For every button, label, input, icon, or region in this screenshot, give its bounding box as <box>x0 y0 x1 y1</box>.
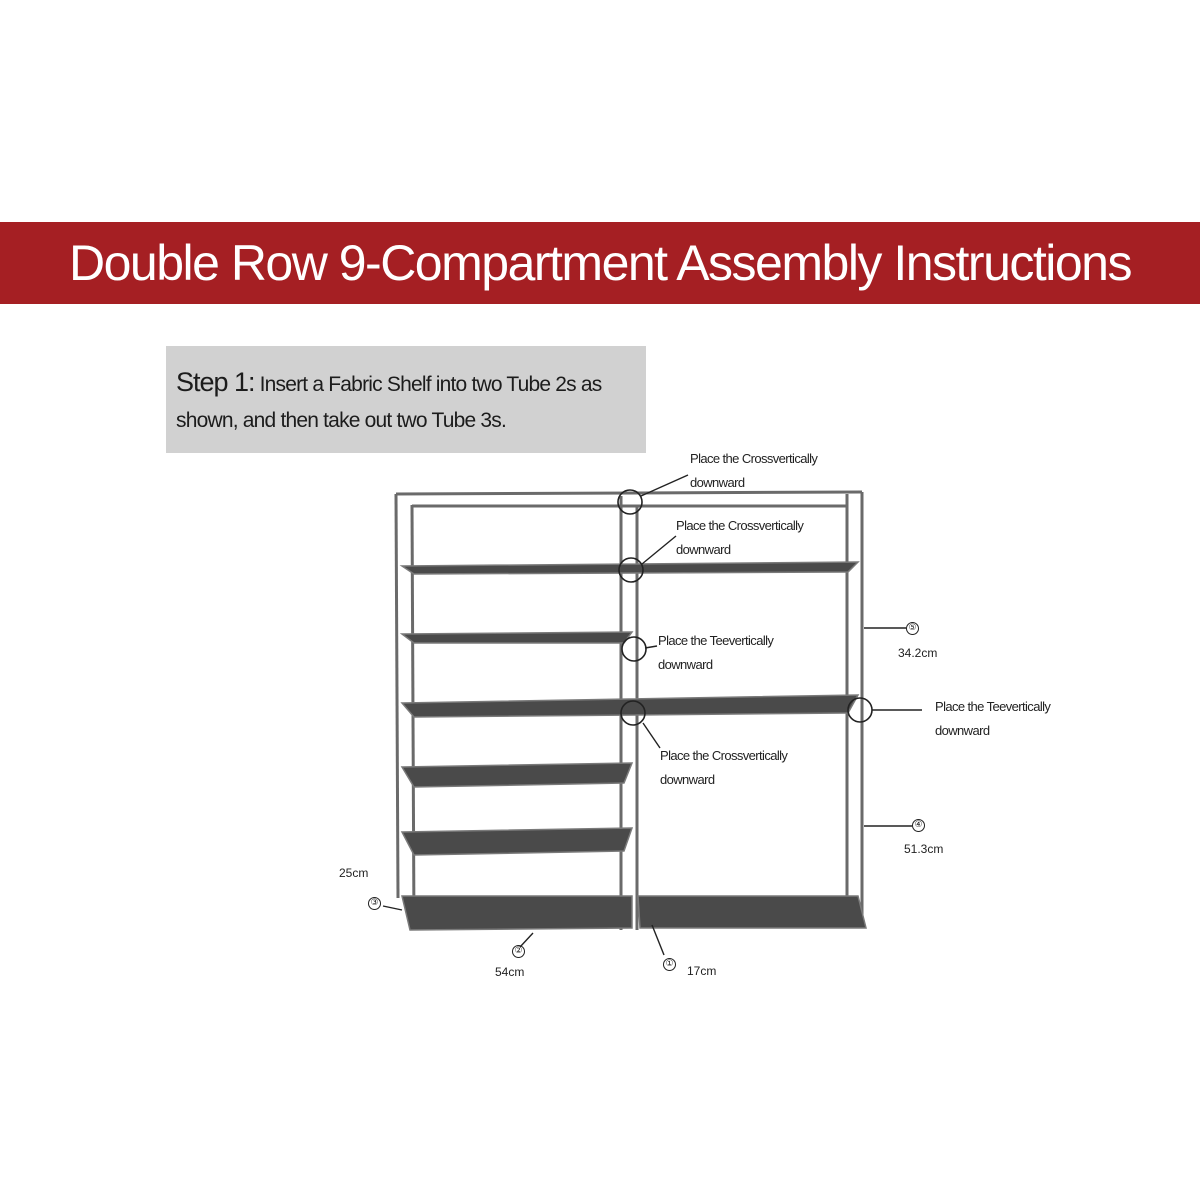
joint-circle-1 <box>617 489 643 515</box>
part-1-dimension: 17cm <box>687 964 717 978</box>
shelf-7-left <box>401 895 633 931</box>
shelf-7-right <box>637 895 867 929</box>
callout-cross-top: Place the Crossvertically downward <box>690 451 818 490</box>
step-label: Step 1: <box>176 367 256 397</box>
joint-circle-2 <box>618 557 644 583</box>
part-3-dimension: 25cm <box>339 866 369 880</box>
part-5-dimension: 34.2cm <box>898 646 938 660</box>
part-4-marker: ④ <box>912 819 925 832</box>
shelf-5-left <box>400 762 634 788</box>
part-1-marker: ① <box>663 958 676 971</box>
shelf-2 <box>399 561 860 575</box>
shelf-4 <box>400 694 860 718</box>
part-5-marker: ⑤ <box>906 622 919 635</box>
callout-cross-lower: Place the Crossvertically downward <box>660 748 788 787</box>
joint-circles <box>617 489 873 726</box>
shelf-3-left <box>399 631 634 644</box>
shelf-6-left <box>400 827 634 856</box>
joint-circle-3 <box>621 636 647 662</box>
part-4-dimension: 51.3cm <box>904 842 944 856</box>
joint-circle-5 <box>847 697 873 723</box>
page-title: Double Row 9-Compartment Assembly Instru… <box>68 235 1133 291</box>
top-frame <box>395 490 863 508</box>
part-2-marker: ② <box>512 945 525 958</box>
step-text: Insert a Fabric Shelf into two Tube 2s a… <box>176 373 602 432</box>
step-instruction-box: Step 1: Insert a Fabric Shelf into two T… <box>166 346 646 453</box>
callout-cross-second: Place the Crossvertically downward <box>676 518 804 557</box>
title-banner: Double Row 9-Compartment Assembly Instru… <box>0 222 1200 304</box>
joint-circle-4 <box>620 700 646 726</box>
part-2-dimension: 54cm <box>495 965 525 979</box>
fabric-shelves <box>399 561 867 931</box>
callout-tee-right: Place the Teevertically downward <box>935 699 1051 738</box>
part-3-marker: ③ <box>368 897 381 910</box>
callout-tee-middle: Place the Teevertically downward <box>658 633 774 672</box>
leader-lines <box>382 474 922 956</box>
